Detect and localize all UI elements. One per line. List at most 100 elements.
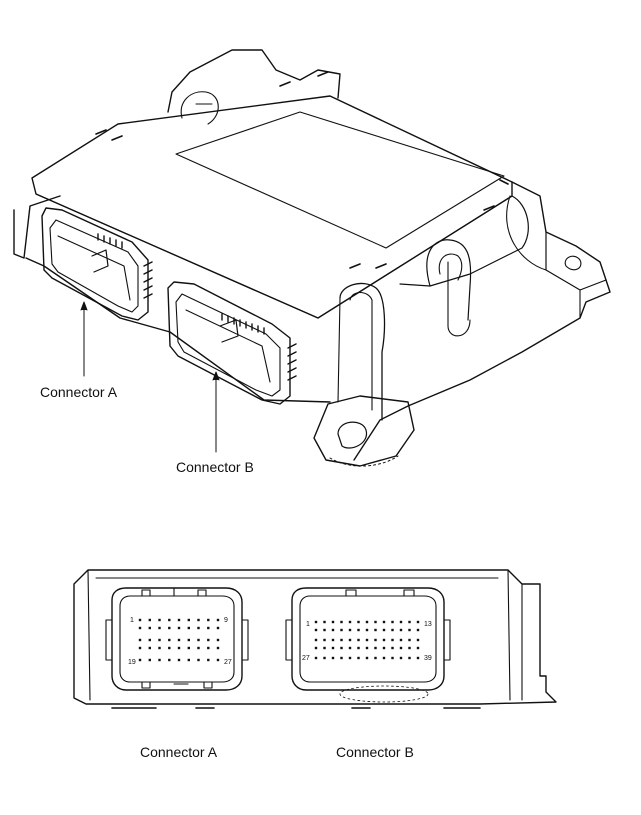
pin-dot — [216, 618, 220, 622]
pin-dot — [187, 638, 190, 642]
pin-dot — [216, 626, 220, 630]
pin-dot — [357, 646, 360, 650]
pin-dot — [382, 656, 386, 660]
pin-dot — [365, 656, 369, 660]
pin-dot — [331, 620, 335, 624]
pin-dot — [399, 656, 403, 660]
connector-a-pin-grid — [138, 618, 220, 662]
pin-dot — [216, 638, 220, 642]
pin-dot — [187, 658, 190, 662]
pin-dot — [374, 620, 377, 624]
isometric-module-view — [13, 49, 611, 467]
pin-dot — [340, 620, 343, 624]
pin-dot — [138, 658, 142, 662]
front-module-view — [73, 569, 557, 709]
pin-dot — [207, 646, 210, 650]
pin-dot — [158, 658, 161, 662]
pin-dot — [314, 620, 318, 624]
pin-dot — [331, 638, 335, 642]
pin-dot — [348, 638, 352, 642]
pin-dot — [168, 618, 171, 622]
pin-dot — [168, 626, 171, 630]
pin-dot — [197, 626, 200, 630]
pin-dot — [177, 618, 181, 622]
pin-dot — [408, 656, 411, 660]
pin-dot — [348, 620, 352, 624]
pin-dot — [331, 656, 335, 660]
pin-dot — [357, 656, 360, 660]
pin-dot — [374, 628, 377, 632]
pin-dot — [357, 620, 360, 624]
pin-dot — [177, 646, 181, 650]
pin-dot — [148, 626, 151, 630]
pin-dot — [148, 658, 151, 662]
pin-dot — [158, 638, 161, 642]
pin-dot — [177, 658, 181, 662]
pin-dot — [391, 638, 394, 642]
pin-dot — [331, 628, 335, 632]
front-mount-foot — [313, 395, 415, 467]
pin-dot — [148, 618, 151, 622]
pin-dot — [408, 620, 411, 624]
pin-dot — [158, 618, 161, 622]
pin-dot — [340, 656, 343, 660]
pin-dot — [391, 656, 394, 660]
iso-label-connector-b: Connector B — [176, 459, 254, 475]
pin-dot — [357, 628, 360, 632]
pin-dot — [399, 620, 403, 624]
pin-dot — [187, 618, 190, 622]
pin-dot — [340, 646, 343, 650]
pin-dot — [365, 620, 369, 624]
label-area — [175, 111, 505, 249]
connector-b-pin-27: 27 — [302, 655, 310, 662]
front-label-connector-a: Connector A — [140, 744, 218, 760]
connector-a-housing — [41, 207, 153, 321]
pin-dot — [323, 620, 326, 624]
connector-b-pin-grid — [314, 620, 420, 660]
pin-dot — [357, 638, 360, 642]
top-cover-plate — [31, 95, 513, 319]
pin-dot — [168, 638, 171, 642]
pin-dot — [148, 646, 151, 650]
pin-dot — [408, 646, 411, 650]
pin-dot — [416, 646, 420, 650]
pin-dot — [207, 618, 210, 622]
connector-b-pin-1: 1 — [306, 621, 310, 628]
pin-dot — [138, 618, 142, 622]
pin-dot — [323, 638, 326, 642]
front-post — [339, 282, 386, 421]
pin-dot — [399, 646, 403, 650]
connector-b-pin-39: 39 — [424, 655, 432, 662]
pin-dot — [197, 638, 200, 642]
pin-dot — [216, 646, 220, 650]
pin-dot — [382, 646, 386, 650]
pin-dot — [314, 656, 318, 660]
pin-dot — [138, 626, 142, 630]
pin-dot — [391, 628, 394, 632]
pin-dot — [207, 658, 210, 662]
pin-dot — [207, 626, 210, 630]
pin-dot — [365, 646, 369, 650]
pin-dot — [187, 646, 190, 650]
pin-dot — [177, 638, 181, 642]
pin-dot — [314, 628, 318, 632]
pin-dot — [340, 628, 343, 632]
pin-dot — [138, 638, 142, 642]
connector-a-pin-1: 1 — [130, 617, 134, 624]
pin-dot — [416, 656, 420, 660]
pin-dot — [148, 638, 151, 642]
pin-dot — [391, 646, 394, 650]
pin-dot — [323, 656, 326, 660]
pin-dot — [374, 656, 377, 660]
pin-dot — [323, 646, 326, 650]
pin-dot — [323, 628, 326, 632]
pin-dot — [197, 646, 200, 650]
pin-dot — [168, 658, 171, 662]
pin-dot — [314, 646, 318, 650]
pin-dot — [348, 628, 352, 632]
pin-dot — [374, 638, 377, 642]
front-label-connector-b: Connector B — [336, 744, 414, 760]
pin-dot — [314, 638, 318, 642]
